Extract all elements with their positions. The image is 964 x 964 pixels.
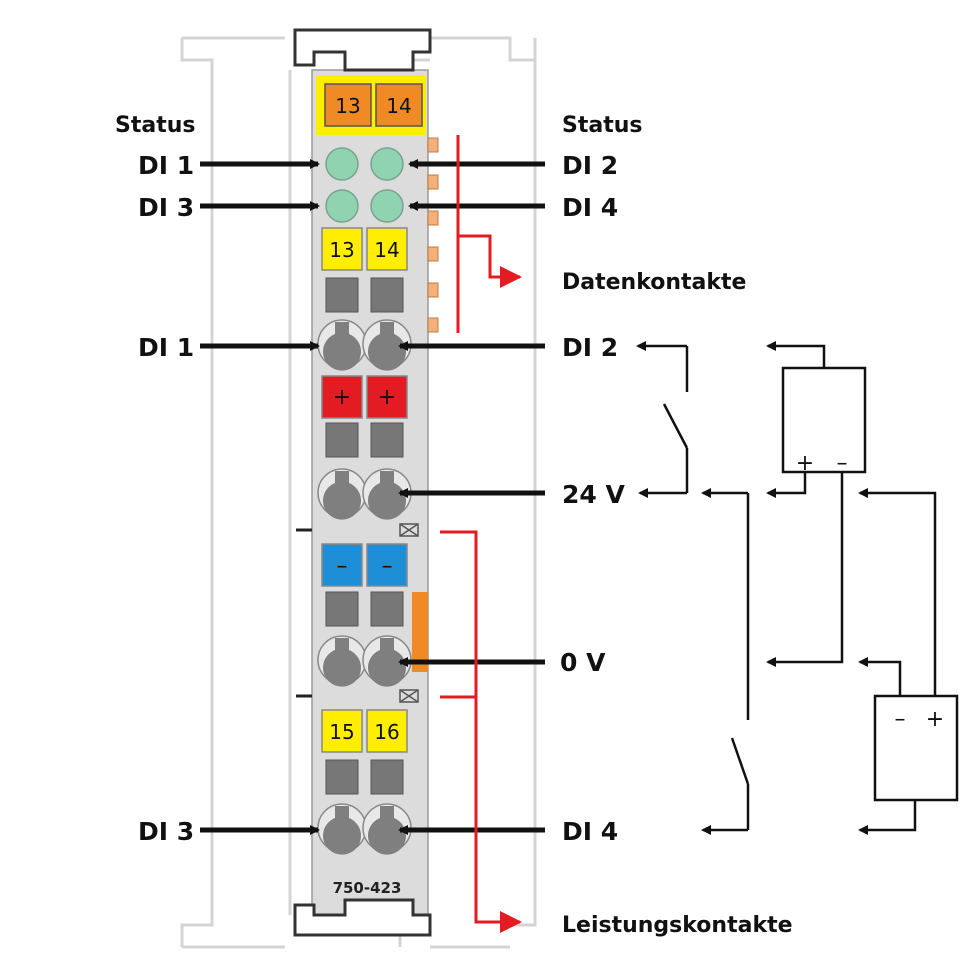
label-di4-led: DI 4 bbox=[562, 193, 618, 222]
top-marker-block: 13 14 bbox=[316, 75, 426, 135]
circuit-signs: + – – + bbox=[796, 451, 944, 732]
lower-source-minus: – bbox=[895, 707, 906, 732]
plus-sign-right: + bbox=[378, 385, 396, 410]
model-number: 750-423 bbox=[333, 879, 402, 897]
marker-row-2: 15 16 bbox=[321, 709, 408, 753]
top-marker-14: 14 bbox=[386, 94, 411, 118]
minus-terminals: – – bbox=[321, 543, 408, 587]
label-di2-led: DI 2 bbox=[562, 151, 618, 180]
led-di1 bbox=[325, 147, 359, 181]
release-buttons bbox=[325, 277, 404, 795]
external-circuit bbox=[636, 341, 959, 835]
pointer-arrows bbox=[200, 159, 545, 835]
status-label-left: Status bbox=[115, 113, 195, 138]
power-contacts-bracket bbox=[440, 530, 522, 933]
led-di4 bbox=[370, 189, 404, 223]
plus-terminals: + + bbox=[321, 375, 408, 419]
label-leistungskontakte: Leistungskontakte bbox=[562, 913, 793, 938]
marker-13: 13 bbox=[329, 238, 354, 262]
lower-source-plus: + bbox=[926, 707, 944, 732]
marker-15: 15 bbox=[329, 720, 354, 744]
upper-source-minus: – bbox=[837, 451, 848, 476]
led-di2 bbox=[370, 147, 404, 181]
label-0v: 0 V bbox=[560, 648, 606, 677]
led-di3 bbox=[325, 189, 359, 223]
label-24v: 24 V bbox=[562, 480, 625, 509]
status-leds bbox=[325, 147, 404, 223]
minus-sign-right: – bbox=[382, 554, 393, 579]
marker-16: 16 bbox=[374, 720, 399, 744]
marker-14: 14 bbox=[374, 238, 399, 262]
label-di4: DI 4 bbox=[562, 817, 618, 846]
labels: Status Status DI 1 DI 3 DI 2 DI 4 Datenk… bbox=[115, 113, 793, 938]
clamp-openings bbox=[317, 319, 412, 855]
minus-sign-left: – bbox=[337, 554, 348, 579]
label-di2: DI 2 bbox=[562, 333, 618, 362]
data-contacts-bracket bbox=[456, 135, 522, 333]
label-di1-led: DI 1 bbox=[138, 151, 194, 180]
upper-source-plus: + bbox=[796, 451, 814, 476]
marker-row-1: 13 14 bbox=[321, 227, 408, 271]
label-di3-led: DI 3 bbox=[138, 193, 194, 222]
label-datenkontakte: Datenkontakte bbox=[562, 270, 746, 295]
plus-sign-left: + bbox=[333, 385, 351, 410]
status-label-right: Status bbox=[562, 113, 642, 138]
top-marker-13: 13 bbox=[335, 94, 360, 118]
label-di1: DI 1 bbox=[138, 333, 194, 362]
label-di3: DI 3 bbox=[138, 817, 194, 846]
